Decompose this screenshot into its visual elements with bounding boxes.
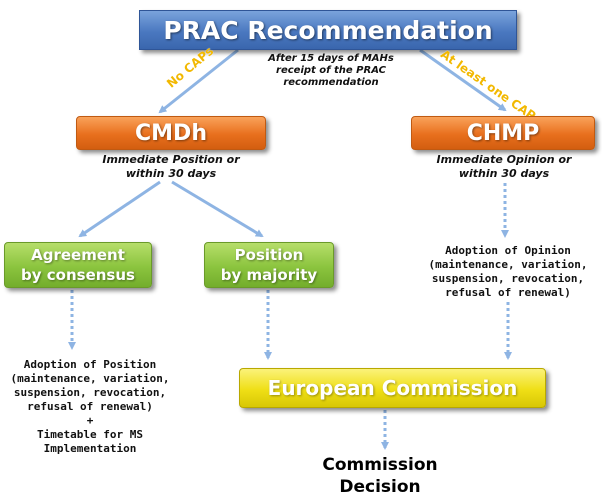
agreement-by-consensus-box: Agreement by consensus [4,242,152,288]
adoption-of-position-text: Adoption of Position (maintenance, varia… [10,358,170,455]
arrow-cmdh-to-majority [171,180,264,238]
chmp-box: CHMP [411,116,595,150]
arrow-cmdh-to-agreement [78,180,161,238]
prac-recommendation-box: PRAC Recommendation [139,10,517,50]
arrow-prac-to-chmp [419,48,507,112]
adoption-of-opinion-text: Adoption of Opinion (maintenance, variat… [428,244,588,299]
cmdh-timing-note: Immediate Position or within 30 days [102,153,240,180]
after-15-days-note: After 15 days of MAHs receipt of the PRA… [268,53,394,88]
chmp-timing-note: Immediate Opinion or within 30 days [436,153,572,180]
cmdh-box: CMDh [76,116,266,150]
european-commission-box: European Commission [239,368,546,408]
commission-decision-text: Commission Decision [322,455,438,497]
position-by-majority-box: Position by majority [204,242,334,288]
arrow-prac-to-cmdh [158,48,239,114]
